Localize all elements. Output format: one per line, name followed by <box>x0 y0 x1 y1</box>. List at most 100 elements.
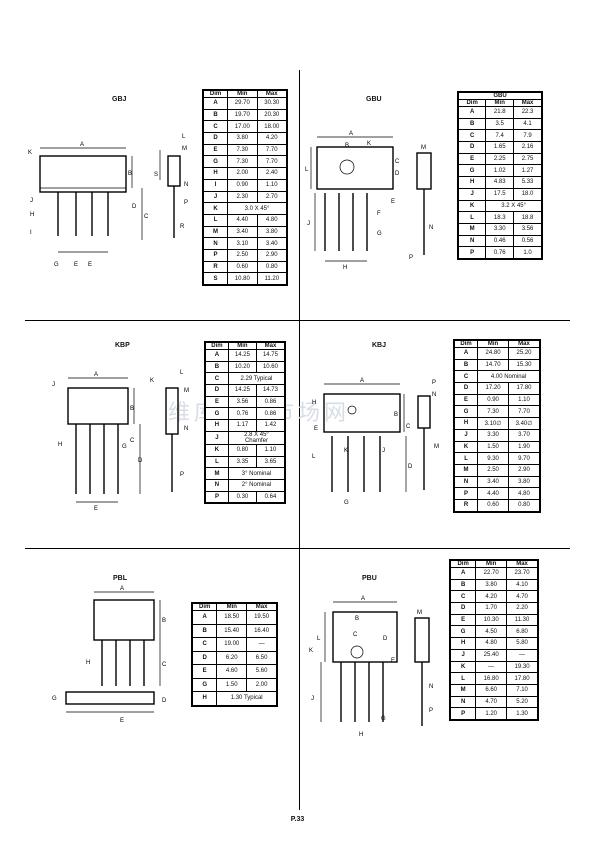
dim-min: 18.50 <box>216 610 248 625</box>
dim-max: — <box>506 648 538 662</box>
kbp-label-l: L <box>180 370 184 376</box>
dim-key: E <box>449 613 477 627</box>
dim-min: 6.60 <box>475 683 508 697</box>
kbp-label-p: P <box>180 472 184 478</box>
dim-min: 0.46 <box>485 234 515 248</box>
dim-max: 3.70 <box>508 428 540 442</box>
dim-min: 19.00 <box>216 637 248 652</box>
kbj-label-c: C <box>406 424 411 430</box>
gbu-label-a: A <box>349 131 353 137</box>
gbj-title: GBJ <box>112 96 127 103</box>
gbu-label-m: M <box>421 145 426 151</box>
dim-min: 4.50 <box>475 625 508 639</box>
dim-key: A <box>191 610 218 625</box>
dim-max: 7.70 <box>256 143 288 157</box>
dim-max: 0.64 <box>255 490 286 504</box>
dim-key: L <box>205 455 229 469</box>
pbu-label-m: M <box>417 610 422 616</box>
dim-max: 19.30 <box>506 660 538 674</box>
dim-min: 3.5 <box>485 117 515 131</box>
dim-max: 3.65 <box>255 455 286 469</box>
pbu-col-max: Max <box>506 560 538 568</box>
gbu-label-j: J <box>307 221 310 227</box>
dim-min: 1.50 <box>216 677 248 692</box>
dim-min: 25.40 <box>475 648 508 662</box>
dim-value: 2.8 X 45° Chamfer <box>227 430 286 445</box>
dim-max: 1.10 <box>255 443 286 457</box>
dim-key: D <box>202 132 229 145</box>
kbp-label-g: G <box>122 444 127 450</box>
dim-min: 4.40 <box>227 213 258 227</box>
dim-min: 3.80 <box>227 132 258 145</box>
dim-key: H <box>449 637 477 650</box>
dim-min: 29.70 <box>227 97 258 110</box>
dim-max: 4.80 <box>256 213 288 227</box>
dim-key: R <box>202 260 229 274</box>
dim-key: A <box>205 349 229 362</box>
dim-min: 3.30 <box>485 222 515 236</box>
pbu-label-h: H <box>359 732 363 738</box>
kbj-label-d: D <box>408 464 413 470</box>
dim-max: 2.90 <box>256 248 288 262</box>
dim-key: E <box>191 664 218 679</box>
dim-min: 1.20 <box>475 707 508 720</box>
dim-max: 1.10 <box>256 178 288 192</box>
dim-key: N <box>449 695 477 709</box>
kbp-label-e: E <box>94 506 98 512</box>
dim-min: 17.20 <box>477 382 510 395</box>
pbu-label-p: P <box>429 708 433 714</box>
gbj-label-h: H <box>30 212 34 218</box>
dim-max: 17.80 <box>506 672 538 685</box>
gbu-label-d: D <box>395 171 400 177</box>
pbl-label-g: G <box>52 696 57 702</box>
pbl-col-min: Min <box>216 603 248 611</box>
dim-key: M <box>457 222 487 236</box>
dim-min: 16.80 <box>475 672 508 685</box>
dim-min: 10.20 <box>227 360 257 374</box>
gbj-label-a: A <box>80 142 84 148</box>
dim-max: 2.00 <box>246 677 277 692</box>
pbl-col-dim: Dim <box>191 603 218 611</box>
pbu-label-n: N <box>429 684 433 690</box>
dim-max: 2.20 <box>506 602 538 615</box>
kbp-label-b: B <box>130 406 134 412</box>
pbl-label-c: C <box>162 662 167 668</box>
gbj-label-p: P <box>184 200 188 206</box>
dim-max: 1.10 <box>508 393 540 407</box>
pbu-label-l: L <box>317 636 321 642</box>
dim-max: 5.60 <box>246 664 277 679</box>
divider-vertical <box>299 70 300 810</box>
dim-key: A <box>449 567 477 580</box>
dim-min: 15.40 <box>216 623 248 638</box>
dim-min: 3.56 <box>227 395 257 409</box>
pbl-label-b: B <box>162 618 166 624</box>
gbu-title: GBU <box>366 96 382 103</box>
gbj-label-l: L <box>182 134 186 140</box>
dim-min: 17.00 <box>227 120 258 134</box>
kbp-label-j: J <box>52 382 55 388</box>
dim-max: 20.30 <box>256 108 288 122</box>
dim-min: 14.25 <box>227 384 257 397</box>
pbu-drawing: A B C D E G H J K L M N P <box>305 592 445 742</box>
dim-max: 4.20 <box>256 132 288 145</box>
dim-max: 1.30 <box>506 707 538 720</box>
